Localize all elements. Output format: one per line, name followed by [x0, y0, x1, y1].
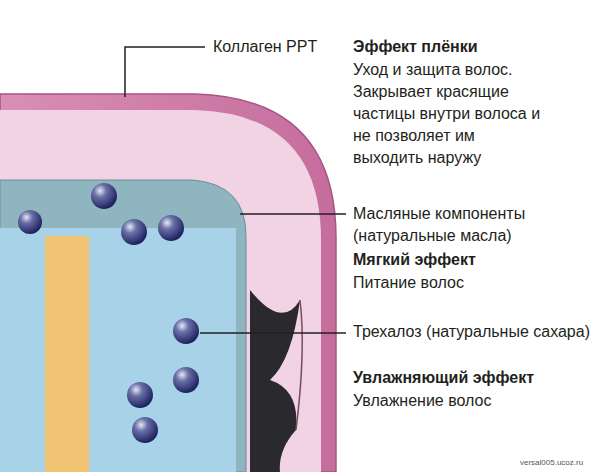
part-label: Трехалоз (натуральные сахара) — [353, 321, 598, 343]
collagen-film — [0, 94, 336, 472]
effect-text: Увлажнение волос — [353, 390, 598, 412]
effect-text: Питание волос — [353, 272, 598, 294]
damage-edge — [296, 300, 302, 430]
hair-core — [0, 228, 236, 472]
effect-heading: Увлажняющий эффект — [353, 367, 598, 389]
cuticle-layer — [0, 110, 321, 472]
leader-line — [200, 332, 346, 334]
part-label: Коллаген PPT — [213, 36, 348, 58]
hair-medulla — [45, 236, 89, 472]
oil-layer — [0, 180, 246, 472]
effect-heading: Мягкий эффект — [353, 249, 598, 271]
effect-text: Уход и защита волос. Закрывает красящие … — [353, 59, 543, 169]
trehalose-particles — [18, 183, 199, 443]
damaged-area — [250, 290, 300, 472]
leader-line — [125, 47, 205, 97]
effect-heading: Эффект плёнки — [353, 36, 598, 58]
part-label: Масляные компоненты (натуральные масла) — [353, 203, 598, 247]
watermark: versal005.ucoz.ru — [520, 458, 600, 468]
leader-line — [240, 213, 346, 215]
